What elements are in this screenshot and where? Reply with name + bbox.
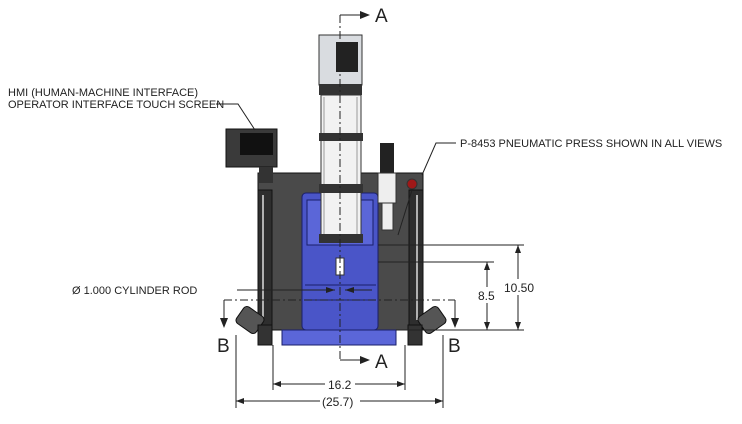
height-dim-outer: 10.50 — [504, 281, 534, 295]
section-b-right-label: B — [448, 336, 461, 357]
width-dim-outer: (25.7) — [322, 395, 353, 409]
section-b-left-label: B — [217, 336, 230, 357]
width-dim-inner: 16.2 — [328, 378, 352, 392]
height-dim-inner: 8.5 — [478, 289, 495, 303]
left-caster — [235, 305, 273, 346]
left-rail — [257, 189, 273, 331]
cylinder-rod-callout: Ø 1.000 CYLINDER ROD — [72, 285, 197, 297]
section-a-top-label: A — [375, 6, 388, 27]
cylinder-column — [320, 94, 362, 241]
blue-base — [281, 329, 397, 346]
section-a-bottom-label: A — [375, 352, 388, 373]
emergency-stop — [406, 178, 418, 190]
press-note: P-8453 PNEUMATIC PRESS SHOWN IN ALL VIEW… — [460, 138, 722, 150]
right-rail — [408, 189, 424, 331]
hmi-callout-line1: HMI (HUMAN-MACHINE INTERFACE) — [8, 87, 198, 99]
hmi-callout-line2: OPERATOR INTERFACE TOUCH SCREEN — [8, 99, 224, 111]
filter-regulator — [380, 143, 394, 173]
